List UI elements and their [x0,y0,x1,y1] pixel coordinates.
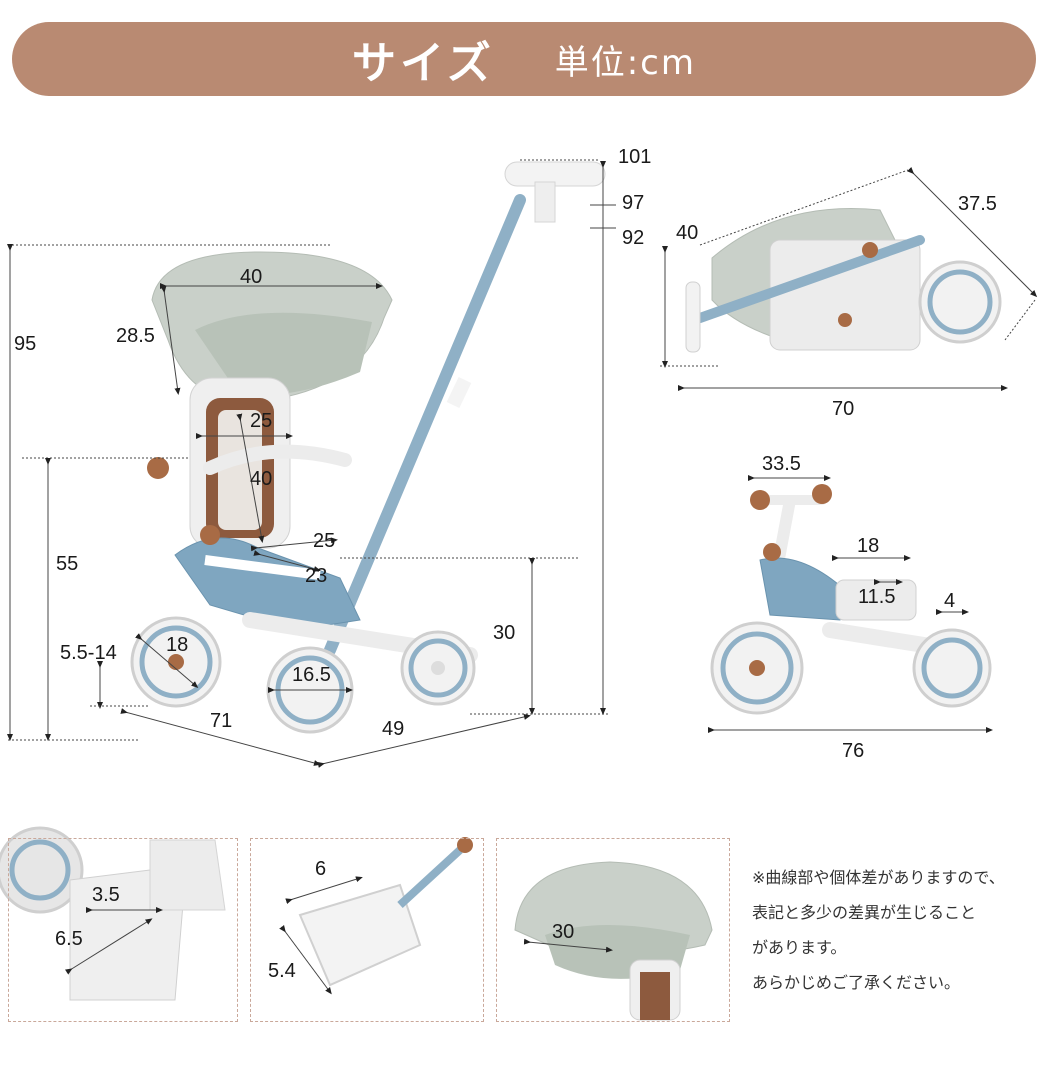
dim-rear-wheel: 16.5 [292,664,331,686]
note-line-2: 表記と多少の差異が生じること [752,903,977,922]
header-unit: 単位:cm [554,42,696,83]
dim-front-wheel: 18 [166,634,189,656]
detail-footrest-illustration [0,826,226,1001]
detail-box-canopy [496,838,730,1022]
detail-box-pedal [250,838,484,1022]
folded-dim-length: 70 [832,398,855,420]
dim-bar-height: 30 [493,622,516,644]
detail-pedal-illustration [279,837,473,995]
dim-handle-top: 101 [618,146,652,168]
dim-seat-width: 25 [313,530,336,552]
balance-dimension-lines [708,475,993,733]
balance-dim-length: 76 [842,740,865,762]
dim-width: 49 [382,718,405,740]
balance-dim-handlebar: 33.5 [762,453,801,475]
dim-backrest-height: 40 [250,468,273,490]
dim-canopy-width: 40 [240,266,263,288]
folded-dim-height: 40 [676,222,699,244]
folded-trike-illustration [685,208,1002,353]
dim-handle-low: 92 [622,227,645,249]
footrest-length: 6.5 [55,928,83,950]
header-banner: サイズ 単位:cm [12,22,1036,96]
dim-handle-mid: 97 [622,192,645,214]
main-dimension-lines [7,159,616,768]
note-line-4: あらかじめご了承ください。 [752,973,961,992]
disclaimer-note: ※曲線部や個体差がありますので、 表記と多少の差異が生じること があります。 あ… [752,860,1050,1000]
dim-length: 71 [210,710,233,732]
main-trike-illustration [130,161,606,734]
folded-dimension-lines [660,167,1038,391]
balance-dim-rear-wheel: 4 [944,590,956,612]
dim-canopy-height: 28.5 [116,325,155,347]
balance-bike-illustration [710,484,992,715]
detail-box-footrest [8,838,238,1022]
folded-dim-diagonal: 37.5 [958,193,997,215]
pedal-width: 6 [315,858,327,880]
detail-canopy-illustration [514,861,713,1021]
dim-seat-height: 55 [56,553,79,575]
dim-seat-depth: 23 [305,565,328,587]
pedal-length: 5.4 [268,960,296,982]
dim-footrest-range: 5.5-14 [60,642,117,664]
balance-dim-seat-width: 11.5 [858,586,896,608]
balance-dim-seat: 18 [857,535,880,557]
dim-backrest-width: 25 [250,410,273,432]
note-line-3: があります。 [752,938,847,957]
footrest-width: 3.5 [92,884,120,906]
note-line-1: ※曲線部や個体差がありますので、 [752,868,1005,887]
header-title: サイズ [352,38,495,89]
dim-total-height: 95 [14,333,37,355]
canopy-detail-width: 30 [552,921,575,943]
